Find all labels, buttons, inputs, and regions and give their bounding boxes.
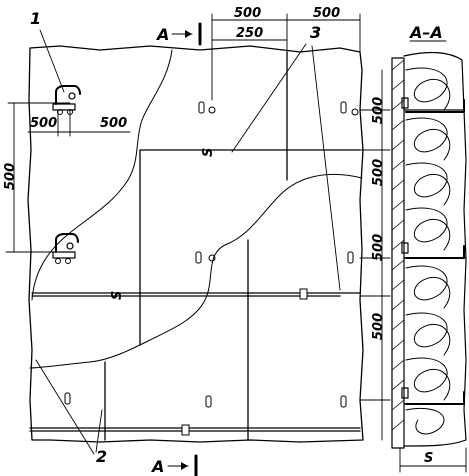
- wall-hatch: [391, 59, 405, 431]
- section-marker-bottom: A: [150, 454, 198, 476]
- dim-500-left-b: 500: [100, 116, 127, 131]
- clamp-icon: [52, 85, 81, 115]
- bracket-icon: [401, 97, 465, 113]
- pin-icon: [347, 251, 354, 264]
- seam-s-label: S: [110, 291, 125, 300]
- dim-500-right-1: 500: [371, 97, 386, 124]
- seam-clip: [299, 288, 308, 300]
- tear-line-middle: [29, 173, 363, 369]
- callout-label-3: 3: [310, 23, 321, 42]
- dimension-lines: 500 500 250 500 500 500 500 500 500 500: [3, 6, 391, 441]
- seam-s-label: S: [201, 148, 216, 157]
- clamp-icon: [52, 233, 79, 264]
- section-marker-top: A: [155, 22, 202, 46]
- section-title: A–A: [408, 23, 443, 42]
- dim-500-right-3: 500: [371, 234, 386, 261]
- callout-label-1: 1: [30, 9, 41, 28]
- section-letter-top: A: [155, 25, 169, 44]
- pin-icon: [64, 392, 71, 405]
- bracket-icon: [401, 387, 465, 405]
- dim-500-right-4: 500: [371, 313, 386, 340]
- pin-icon: [198, 101, 216, 114]
- dim-250: 250: [236, 26, 263, 41]
- pin-icon: [340, 395, 347, 408]
- dim-500-left-a: 500: [30, 116, 57, 131]
- tear-line-upper: [31, 49, 173, 301]
- dim-500-top-right: 500: [313, 6, 340, 21]
- callout-label-2: 2: [96, 447, 107, 466]
- callout-3: 3: [231, 23, 341, 291]
- pin-icon: [195, 251, 216, 264]
- insulation-outline: [403, 51, 467, 447]
- bracket-icon: [401, 242, 465, 259]
- callout-2: 2: [35, 359, 107, 466]
- dim-500-top-left: 500: [234, 6, 261, 21]
- plan-view: S S: [27, 45, 364, 443]
- dim-500-vertical-left: 500: [3, 163, 18, 190]
- insulation-loops: [405, 67, 451, 435]
- section-letter-bottom: A: [150, 457, 164, 476]
- dim-500-right-2: 500: [371, 159, 386, 186]
- seam-clip: [181, 424, 190, 436]
- callout-1: 1: [30, 9, 65, 93]
- pin-icon: [340, 101, 359, 116]
- pin-icon: [205, 395, 212, 408]
- section-view: A–A: [391, 23, 467, 473]
- outer-boundary: [27, 45, 364, 443]
- section-width-label: S: [424, 451, 433, 466]
